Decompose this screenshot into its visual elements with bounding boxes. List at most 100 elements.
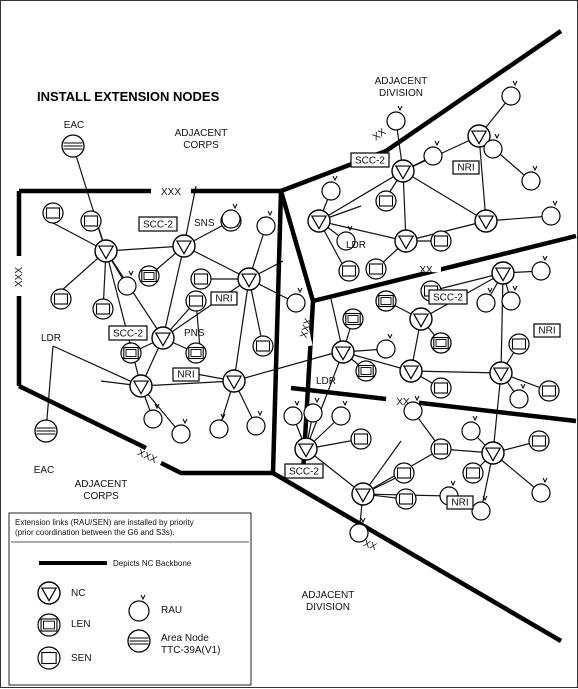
adjacent-corps-top-1: ADJACENT (175, 128, 228, 139)
scc2-box-4-label: SCC-2 (433, 293, 463, 304)
rau-node (521, 171, 541, 191)
sen-box (95, 303, 111, 315)
nri-box-5-label: NRI (451, 498, 468, 509)
scc2-box-1-rect (138, 216, 178, 232)
sen-box (398, 493, 414, 505)
nc-triangle (175, 240, 193, 255)
adjacent-division-top-2: DIVISION (379, 88, 423, 99)
rau-antenna (342, 400, 348, 407)
rau-antenna (220, 413, 226, 420)
rau-node (403, 401, 423, 421)
nc-triangle (97, 245, 115, 260)
nc-triangle (297, 443, 315, 458)
scc2-box-3-label: SCC-2 (355, 156, 385, 167)
adjacent-division-top-1: ADJACENT (375, 76, 428, 87)
legend-area-node-1: Area Node (161, 633, 209, 644)
rau-antenna (294, 400, 300, 407)
xx-mark-right: XX (396, 397, 410, 408)
len-box-inner (143, 272, 155, 280)
rau-antenna (494, 133, 500, 140)
rau-node (171, 424, 191, 444)
adjacent-division-bottom-2: DIVISION (306, 602, 350, 613)
rau-node (143, 409, 163, 429)
rau-antenna (397, 105, 403, 112)
rau-antenna (154, 403, 160, 410)
sen-box (378, 195, 394, 207)
rau-node (303, 403, 323, 423)
diagram-title: INSTALL EXTENSION NODES (37, 89, 220, 104)
eac-bottom-label: EAC (34, 465, 55, 476)
nc-triangle (40, 587, 58, 602)
len-box-inner (43, 620, 55, 630)
rau-antenna (128, 270, 134, 277)
sen-box (341, 265, 357, 277)
len-box-inner (435, 339, 447, 347)
rau-node (541, 206, 561, 226)
nc-triangle (334, 346, 352, 361)
scc2-box-2-label: SCC-2 (113, 329, 143, 340)
sen-box (433, 443, 449, 455)
rau-antenna (297, 287, 303, 294)
rau-antenna (450, 480, 456, 487)
rau-node (117, 276, 137, 296)
nc-triangle (492, 367, 510, 382)
nc-triangle (225, 375, 243, 390)
rau-node (531, 261, 551, 281)
xxx-mark-left: XXX (14, 267, 25, 287)
eac-top-label: EAC (64, 120, 85, 131)
nodes (34, 80, 561, 543)
rau-antenna (347, 225, 353, 232)
nc-triangle (154, 332, 172, 347)
nc-triangle (397, 235, 415, 250)
rau-antenna (387, 333, 393, 340)
sen-box (193, 273, 209, 285)
xx-mark-center: XX (419, 265, 433, 276)
rau-antenna (532, 165, 538, 172)
nri-box-1-label: NRI (215, 294, 232, 305)
nc-triangle (484, 447, 502, 462)
rau-antenna (520, 383, 526, 390)
sen-box (511, 338, 527, 350)
sen-box (465, 467, 481, 479)
rau-antenna (542, 255, 548, 262)
rau-node (476, 293, 496, 313)
rau-node (128, 600, 150, 622)
rau-node (221, 209, 241, 229)
rau-node (256, 216, 276, 236)
ldr-lower-label: LDR (316, 376, 336, 387)
sen-box (83, 215, 99, 227)
nc-triangle (412, 313, 430, 328)
legend-area-node-2: TTC-39A(V1) (161, 645, 220, 656)
nc-triangle (470, 130, 488, 145)
nc-triangle (494, 267, 512, 282)
legend-icons (37, 581, 151, 670)
rau-node (376, 339, 396, 359)
nri-box-3-rect (452, 160, 480, 175)
xxx-mark-top: XXX (161, 187, 181, 198)
nri-box-5-rect (446, 495, 474, 510)
rau-antenna (314, 397, 320, 404)
xxx-mark-center: XXX (299, 317, 315, 339)
rau-antenna (267, 210, 273, 217)
sen-box (45, 207, 61, 219)
legend-nc-label: NC (71, 588, 85, 599)
legend-rau-label: RAU (161, 605, 182, 616)
pns-label: PNS (184, 328, 205, 339)
rau-node (461, 421, 481, 441)
adjacent-division-bottom-1: ADJACENT (302, 590, 355, 601)
nc-triangle (394, 165, 412, 180)
nri-box-4-rect (533, 323, 561, 338)
len-box-inner (347, 315, 359, 323)
scc2-box-3-rect (350, 152, 390, 168)
rau-antenna (552, 200, 558, 207)
rau-antenna (482, 495, 488, 502)
rau-node (331, 406, 351, 426)
sen-box (531, 435, 547, 447)
xx-mark-bottom: XX (362, 538, 379, 553)
rau-node (283, 406, 303, 426)
scc2-box-5-label: SCC-2 (289, 467, 319, 478)
rau-antenna (414, 395, 420, 402)
nri-box-4-label: NRI (538, 326, 555, 337)
rau-node (423, 146, 443, 166)
sns-label: SNS (194, 218, 215, 229)
